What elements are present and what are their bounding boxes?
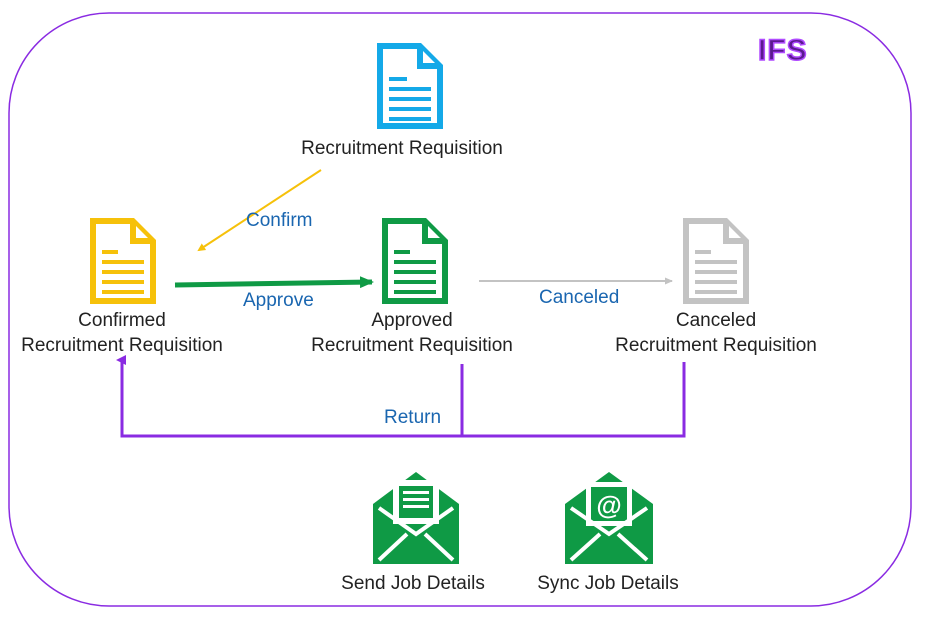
transition-label-canceled: Canceled xyxy=(539,287,620,308)
state-label-line2: Recruitment Requisition xyxy=(615,335,817,356)
action-label-send-job-details: Send Job Details xyxy=(341,573,485,594)
svg-text:@: @ xyxy=(596,490,621,520)
transition-label-confirm: Confirm xyxy=(246,210,313,231)
state-label-line1: Approved xyxy=(371,310,453,331)
state-label-line1: Confirmed xyxy=(78,310,166,331)
envelope-document-icon xyxy=(373,472,459,564)
state-label-approved: Approved Recruitment Requisition xyxy=(287,308,537,358)
envelope-at-icon: @ xyxy=(565,472,653,564)
transition-label-return: Return xyxy=(384,407,442,428)
return-connector-canceled xyxy=(462,362,686,438)
return-arrow xyxy=(116,355,464,438)
document-icon xyxy=(90,218,156,304)
state-label-line2: Recruitment Requisition xyxy=(311,335,513,356)
transition-label-approve: Approve xyxy=(243,290,314,311)
state-label-line2: Recruitment Requisition xyxy=(21,335,223,356)
document-icon xyxy=(377,43,443,129)
state-label-line1: Canceled xyxy=(675,310,757,331)
confirm-arrow xyxy=(197,169,322,252)
state-label-confirmed: Confirmed Recruitment Requisition xyxy=(0,308,247,358)
approve-arrow xyxy=(174,276,374,289)
ifs-logo: IFS xyxy=(757,34,808,68)
document-icon xyxy=(683,218,749,304)
diagram-frame xyxy=(8,12,912,607)
state-label-recruitment-requisition: Recruitment Requisition xyxy=(301,138,503,159)
state-label-canceled: Canceled Recruitment Requisition xyxy=(591,308,841,358)
action-label-sync-job-details: Sync Job Details xyxy=(537,573,679,594)
document-icon xyxy=(382,218,448,304)
